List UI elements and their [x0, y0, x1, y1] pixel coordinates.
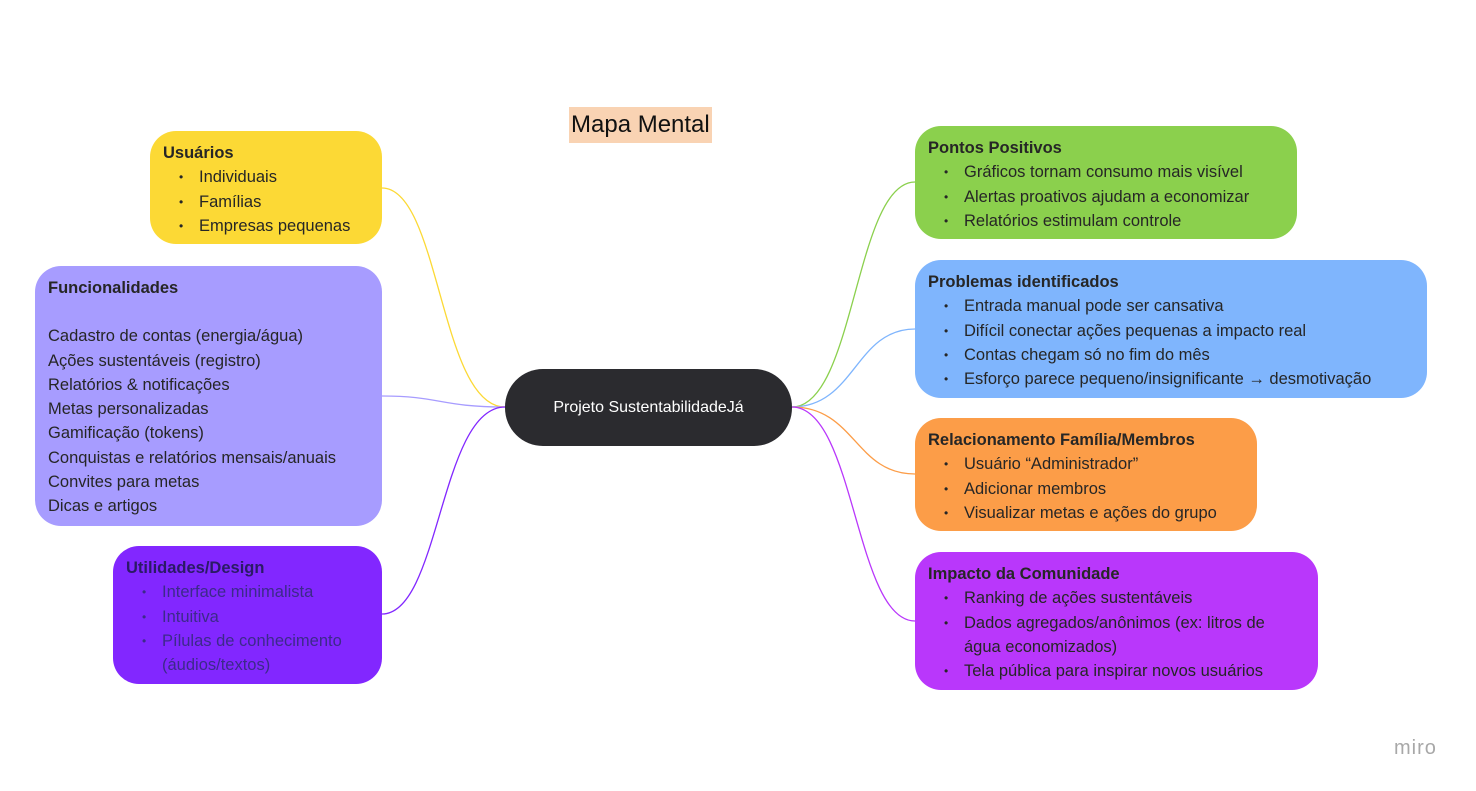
- link-positivos: [791, 181, 916, 408]
- list-item: Entrada manual pode ser cansativa: [928, 294, 1414, 319]
- node-utilidades-title: Utilidades/Design: [126, 559, 265, 577]
- list-item: Adicionar membros: [928, 477, 1244, 502]
- node-pontos-positivos-title: Pontos Positivos: [928, 139, 1062, 157]
- list-item: Esforço parece pequeno/insignificante → …: [928, 367, 1414, 392]
- node-utilidades-list: Interface minimalista Intuitiva Pílulas …: [126, 580, 369, 677]
- list-item: Relatórios estimulam controle: [928, 209, 1284, 234]
- link-relacionamento: [791, 406, 916, 475]
- list-item: Convites para metas: [48, 473, 200, 492]
- node-relacionamento-title: Relacionamento Família/Membros: [928, 431, 1195, 449]
- list-item: Tela pública para inspirar novos usuário…: [928, 659, 1305, 684]
- node-pontos-positivos[interactable]: Pontos Positivos Gráficos tornam consumo…: [915, 126, 1297, 239]
- central-node-label: Projeto SustentabilidadeJá: [553, 398, 744, 416]
- node-funcionalidades-title: Funcionalidades: [48, 279, 179, 297]
- list-item: Ranking de ações sustentáveis: [928, 586, 1305, 611]
- node-impacto-list: Ranking de ações sustentáveis Dados agre…: [928, 586, 1305, 683]
- node-impacto-title: Impacto da Comunidade: [928, 565, 1120, 583]
- node-funcionalidades-list: Cadastro de contas (energia/água) Ações …: [48, 324, 369, 518]
- link-usuarios: [381, 187, 506, 408]
- node-problemas-list: Entrada manual pode ser cansativa Difíci…: [928, 294, 1414, 391]
- list-item: Intuitiva: [126, 605, 369, 630]
- list-item: Visualizar metas e ações do grupo: [928, 501, 1244, 526]
- list-item: Dados agregados/anônimos (ex: litros de …: [928, 611, 1305, 660]
- link-funcionalidades: [381, 395, 506, 408]
- node-utilidades[interactable]: Utilidades/Design Interface minimalista …: [113, 546, 382, 684]
- list-item: Alertas proativos ajudam a economizar: [928, 185, 1284, 210]
- list-item: Empresas pequenas: [163, 214, 369, 239]
- node-impacto[interactable]: Impacto da Comunidade Ranking de ações s…: [915, 552, 1318, 690]
- node-usuarios-title: Usuários: [163, 144, 234, 162]
- link-utilidades: [381, 406, 506, 615]
- node-problemas[interactable]: Problemas identificados Entrada manual p…: [915, 260, 1427, 398]
- node-funcionalidades[interactable]: Funcionalidades Cadastro de contas (ener…: [35, 266, 382, 526]
- list-item: Cadastro de contas (energia/água): [48, 327, 303, 346]
- list-item: Conquistas e relatórios mensais/anuais: [48, 448, 336, 467]
- list-item: Ações sustentáveis (registro): [48, 351, 261, 370]
- list-item: Usuário “Administrador”: [928, 452, 1244, 477]
- list-item: Dicas e artigos: [48, 497, 158, 516]
- node-relacionamento[interactable]: Relacionamento Família/Membros Usuário “…: [915, 418, 1257, 531]
- list-item: Individuais: [163, 165, 369, 190]
- node-problemas-title: Problemas identificados: [928, 273, 1119, 291]
- node-pontos-positivos-list: Gráficos tornam consumo mais visível Ale…: [928, 160, 1284, 233]
- list-item: Gamificação (tokens): [48, 424, 204, 443]
- list-item: Interface minimalista: [126, 580, 369, 605]
- map-title[interactable]: Mapa Mental: [569, 107, 712, 143]
- node-usuarios[interactable]: Usuários Individuais Famílias Empresas p…: [150, 131, 382, 244]
- list-item: Difícil conectar ações pequenas a impact…: [928, 319, 1414, 344]
- node-relacionamento-list: Usuário “Administrador” Adicionar membro…: [928, 452, 1244, 525]
- link-impacto: [791, 406, 916, 622]
- list-item: Relatórios & notificações: [48, 375, 230, 394]
- list-item: Metas personalizadas: [48, 400, 209, 419]
- list-item: Famílias: [163, 190, 369, 215]
- miro-logo: miro: [1394, 737, 1437, 759]
- node-usuarios-list: Individuais Famílias Empresas pequenas: [163, 165, 369, 238]
- link-problemas: [791, 328, 916, 408]
- list-item: Pílulas de conhecimento (áudios/textos): [126, 629, 369, 678]
- list-item: Gráficos tornam consumo mais visível: [928, 160, 1284, 185]
- central-node[interactable]: Projeto SustentabilidadeJá: [505, 369, 792, 446]
- list-item: Contas chegam só no fim do mês: [928, 343, 1414, 368]
